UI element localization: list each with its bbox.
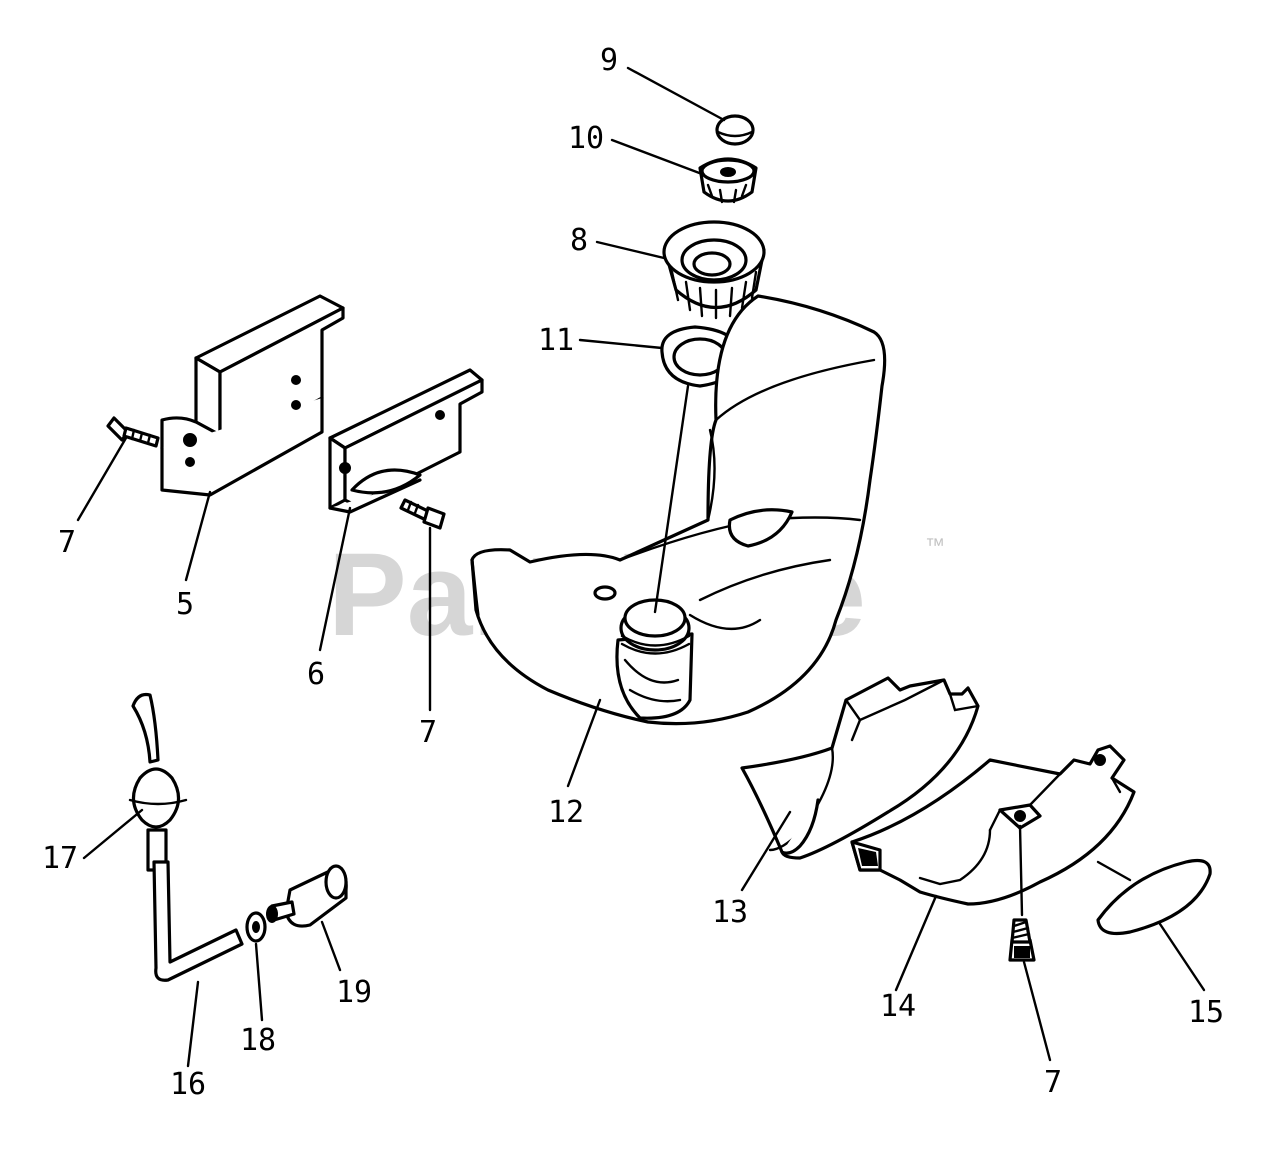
callout-19: 19 [336,975,372,1010]
assembly-line-decal [1096,860,1132,882]
leader-12 [566,698,602,788]
callout-8: 8 [570,223,588,258]
leader-15 [1158,922,1206,992]
leader-9 [626,66,726,122]
part-7-screw-bottom [1008,918,1036,962]
assembly-line-screw [1018,824,1024,917]
leader-16 [186,980,200,1068]
part-6-rail-bracket [328,368,484,514]
part-9-cap-plug [715,114,755,146]
part-7-screw-left [106,416,160,448]
part-5-bracket [160,294,345,497]
part-8-fuel-cap [662,220,766,320]
leader-11 [578,338,664,350]
leader-lines [76,66,1206,1068]
callout-7-bottom: 7 [1044,1065,1062,1100]
callout-7-middle: 7 [419,715,437,750]
callout-labels: 9 10 8 11 7 5 6 7 12 17 13 14 19 15 18 7… [42,43,1224,1102]
part-18-washer [245,911,267,943]
callout-11: 11 [538,323,574,358]
callout-6: 6 [307,657,325,692]
leader-13 [740,810,792,892]
callout-10: 10 [568,121,604,156]
callout-5: 5 [176,587,194,622]
part-15-decal [1096,858,1212,936]
part-7-screw-middle [399,498,446,530]
leader-14 [894,894,938,992]
callout-12: 12 [548,795,584,830]
callout-13: 13 [712,895,748,930]
part-13-shield [740,676,980,860]
callout-18: 18 [240,1023,276,1058]
callout-7-left: 7 [58,525,76,560]
part-17-fuel-line-filter [128,692,188,872]
part-16-fuel-hose [152,860,244,982]
leader-19 [320,920,342,972]
callout-9: 9 [600,43,618,78]
leader-7a [76,436,128,522]
callout-17: 17 [42,841,78,876]
leader-17 [82,808,144,860]
leader-6 [318,506,352,652]
leader-8 [595,240,666,260]
leader-10 [610,138,704,176]
part-14-shield [850,744,1136,906]
part-12-fuel-tank [470,294,887,726]
leader-5 [184,490,212,582]
leader-7c [1022,960,1052,1062]
part-10-knob [698,157,758,204]
assembly-line-cap [653,384,690,614]
leader-18 [254,942,264,1022]
part-19-fuel-filter [266,864,348,928]
watermark-trademark: ™ [925,535,945,557]
callout-15: 15 [1188,995,1224,1030]
callout-14: 14 [880,989,916,1024]
callout-16: 16 [170,1067,206,1102]
